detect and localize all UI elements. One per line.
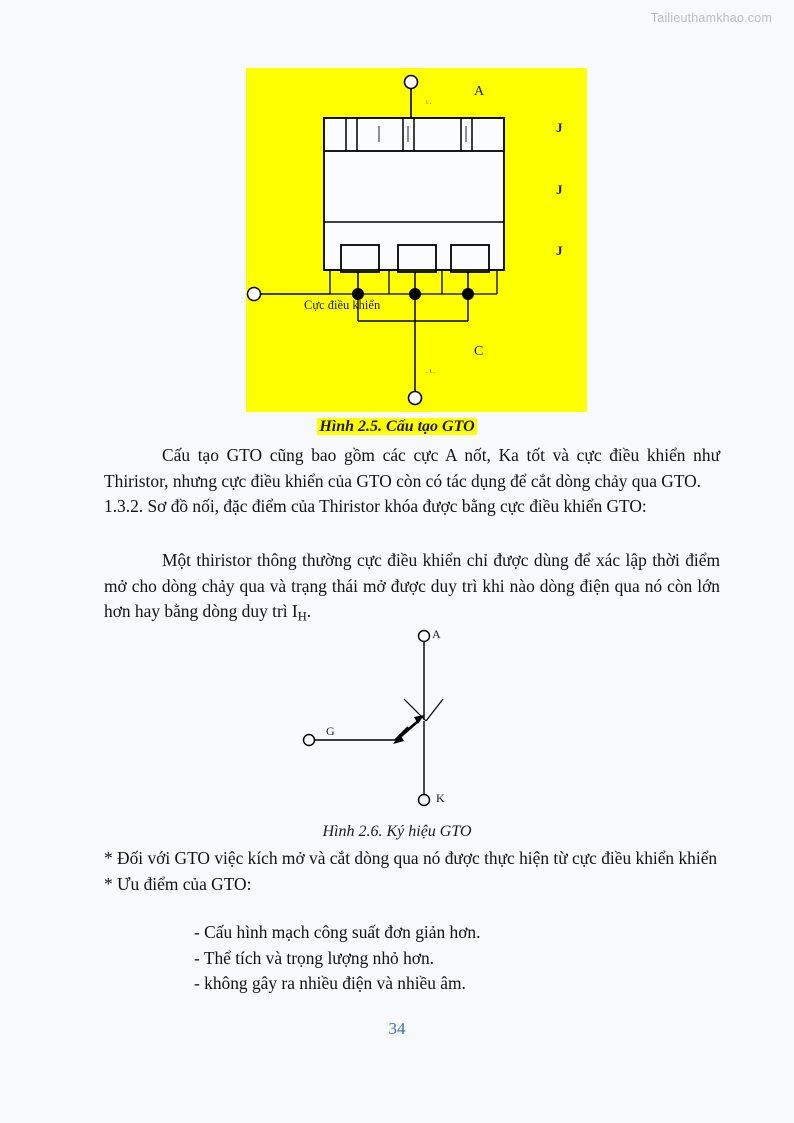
body-block-two: Một thiristor thông thường cực điều khiể… [104,548,720,630]
list-item: - Thể tích và trọng lượng nhỏ hơn. [194,947,435,968]
page-number: 34 [388,1019,406,1038]
label-gate-terminal: Cực điều khiển [304,298,381,312]
figure-gto-structure: ι . . ι . A J J J Cực điều khiển C [246,68,587,412]
label-anode-structure: A [474,84,485,99]
paragraph-gto-construction: Cấu tạo GTO cũng bao gồm các cực A nốt, … [104,445,720,491]
site-watermark: Tailieuthamkhao.com [650,11,772,25]
figure-caption-symbol: Hình 2.6. Ký hiệu GTO [322,823,472,840]
heading-advantages: * Ưu điểm của GTO: [104,873,252,894]
label-cathode-symbol: K [436,791,445,805]
figure-caption-structure: Hình 2.5. Cấu tạo GTO [0,418,794,436]
label-anode-symbol: A [432,627,441,641]
label-cathode-structure: C [474,344,484,359]
body-block-one: Cấu tạo GTO cũng bao gồm các cực A nốt, … [104,443,720,520]
list-item: - không gây ra nhiều điện và nhiều âm. [194,973,466,994]
heading-section-1-3-2: 1.3.2. Sơ đồ nối, đặc điểm của Thiristor… [104,496,647,517]
body-block-four: - Cấu hình mạch công suất đơn giản hơn. … [104,920,720,997]
paragraph-thyristor-period: . [306,601,312,622]
figure-gto-symbol: A G K [300,627,500,813]
label-gate-symbol: G [326,724,335,738]
figure-caption-structure-text: Hình 2.5. Cấu tạo GTO [317,418,477,435]
paragraph-thyristor-holding-current: Một thiristor thông thường cực điều khiể… [104,548,720,630]
list-item: - Cấu hình mạch công suất đơn giản hơn. [194,922,481,942]
label-junction-1: J [556,120,563,135]
svg-text:ι .: ι . [426,98,432,106]
paragraph-gate-control: * Đối với GTO việc kích mở và cắt dòng q… [104,848,718,868]
advantages-list: - Cấu hình mạch công suất đơn giản hơn. … [104,920,720,997]
label-junction-3: J [556,243,563,258]
body-block-three: * Đối với GTO việc kích mở và cắt dòng q… [104,846,720,897]
label-junction-2: J [556,182,563,197]
svg-text:. ι .: . ι . [426,367,435,375]
paragraph-thyristor-text: Một thiristor thông thường cực điều khiể… [104,550,720,622]
holding-current-subscript: H [297,609,307,624]
